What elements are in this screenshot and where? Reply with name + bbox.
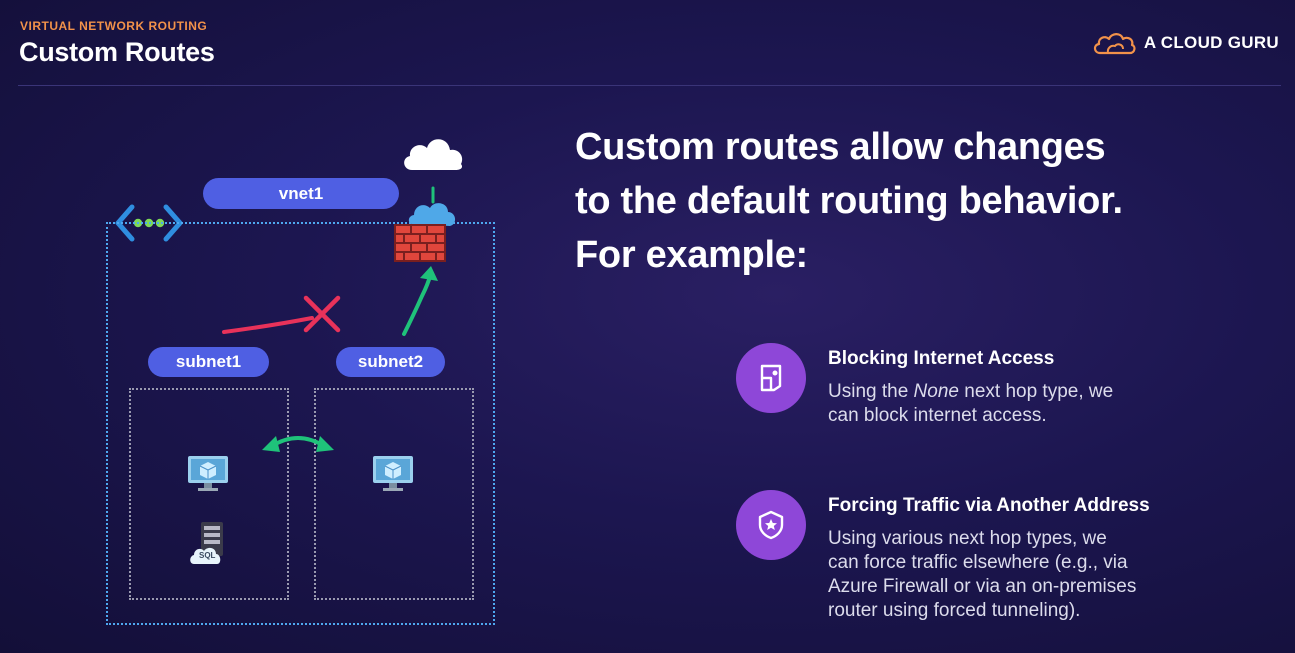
text-line: Azure Firewall or via an on-premises (828, 576, 1137, 597)
headline-line: Custom routes allow changes (575, 126, 1106, 168)
section-eyebrow: VIRTUAL NETWORK ROUTING (20, 19, 208, 33)
subnet1-boundary (129, 388, 289, 600)
forcing-item-text: Using various next hop types, we can for… (828, 527, 1248, 623)
blocked-route-arrow (222, 316, 314, 334)
brand-name: A CLOUD GURU (1143, 33, 1279, 52)
headline-line: For example: (575, 234, 808, 276)
blocking-item-title: Blocking Internet Access (828, 348, 1055, 369)
text-line: router using forced tunneling). (828, 600, 1081, 621)
firewall-icon (394, 203, 456, 262)
slide-title: Custom Routes (19, 37, 215, 67)
subnet-peering-arrow (262, 436, 334, 452)
brand-logo: A CLOUD GURU (1092, 30, 1279, 56)
internet-cloud-icon (404, 139, 463, 170)
virtual-machine-icon (373, 456, 413, 491)
subnet2-label: subnet2 (336, 347, 445, 377)
sql-label: SQL (199, 551, 216, 560)
vnet-label: vnet1 (203, 178, 399, 209)
allowed-route-arrow (402, 266, 438, 336)
text-line: Using various next hop types, we (828, 528, 1107, 549)
blocking-item-icon-circle (736, 343, 806, 413)
forcing-item-icon-circle (736, 490, 806, 560)
vnet-boundary (106, 222, 495, 625)
text-line: can block internet access. (828, 405, 1047, 426)
blocking-item-text: Using the None next hop type, we can blo… (828, 380, 1248, 428)
blocked-page-icon (760, 364, 782, 392)
header-divider (18, 85, 1281, 86)
text-fragment: next hop type, we (958, 381, 1114, 402)
text-fragment: Using the (828, 381, 914, 402)
headline-line: to the default routing behavior. (575, 180, 1123, 222)
text-line: can force traffic elsewhere (e.g., via (828, 552, 1128, 573)
cloud-logo-icon (1093, 33, 1136, 55)
subnet1-label: subnet1 (148, 347, 269, 377)
shield-star-icon (758, 510, 784, 540)
text-emphasis: None (913, 381, 959, 402)
headline: Custom routes allow changes to the defau… (575, 120, 1255, 282)
virtual-machine-icon (188, 456, 228, 491)
blocked-x-icon (303, 295, 341, 333)
outbound-route-line (431, 186, 435, 204)
sql-database-icon (190, 522, 223, 564)
subnet2-boundary (314, 388, 474, 600)
forcing-item-title: Forcing Traffic via Another Address (828, 495, 1150, 516)
